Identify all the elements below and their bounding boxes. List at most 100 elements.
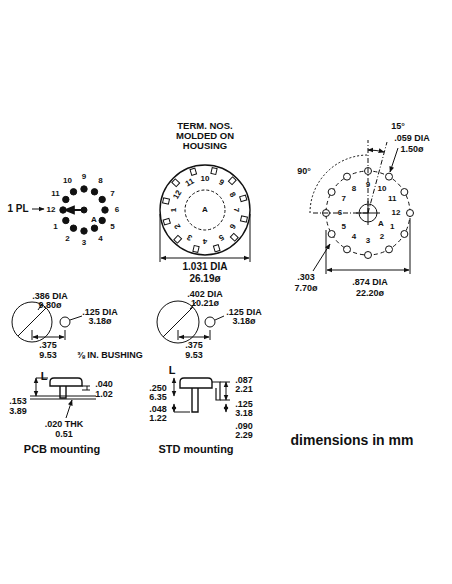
drawing-stroke <box>215 316 224 320</box>
drawing-stroke <box>174 378 175 396</box>
drawing-stroke <box>211 168 217 175</box>
drawing-stroke <box>81 186 87 192</box>
dimension-label: .153 <box>9 397 27 406</box>
drawing-stroke <box>401 231 408 238</box>
drawing-stroke <box>386 246 393 253</box>
drawing-stroke <box>70 225 76 231</box>
drawing-stroke <box>179 337 209 338</box>
dimension-label: L <box>169 365 176 377</box>
drawing-stroke <box>60 317 70 327</box>
drawing-stroke <box>30 396 96 397</box>
dimension-label: 22.20ø <box>356 289 384 298</box>
dimension-label: 4 <box>352 233 356 241</box>
dimension-label: 11 <box>184 177 196 189</box>
drawing-stroke <box>63 217 69 223</box>
drawing-stroke <box>210 330 211 340</box>
dimension-label: 1 <box>390 223 394 231</box>
drawing-stroke <box>240 195 247 202</box>
drawing-stroke <box>212 382 220 400</box>
std-terminal <box>174 378 230 412</box>
dimension-label: 8 <box>227 190 236 198</box>
dimension-label: .059 DIA <box>394 134 430 143</box>
drawing-stroke <box>91 225 97 231</box>
dimension-label: 2.29 <box>235 431 253 440</box>
dimension-label: 3 <box>185 232 193 241</box>
drawing-stroke <box>70 316 82 320</box>
dimension-label: 6 <box>227 221 236 229</box>
dimension-label: .375 <box>185 341 203 350</box>
hole-pattern <box>310 140 414 274</box>
drawing-stroke <box>64 209 84 211</box>
drawing-stroke <box>70 189 76 195</box>
dimension-label: 1 PL <box>7 204 28 215</box>
dimension-label: 7 <box>232 208 240 212</box>
drawing-stroke <box>192 388 198 412</box>
dimension-label: 2 <box>65 234 69 242</box>
dimension-label: 3.18ø <box>88 317 111 326</box>
drawing-stroke <box>226 382 227 400</box>
drawing-stroke <box>368 140 369 213</box>
drawing-stroke <box>328 231 335 238</box>
dimension-label: 5 <box>110 222 114 230</box>
housing <box>160 165 250 262</box>
drawing-stroke <box>30 399 96 400</box>
drawing-stroke <box>313 244 330 271</box>
dimension-label: 2.21 <box>235 385 253 394</box>
drawing-stroke <box>230 233 238 241</box>
drawing-stroke <box>163 168 248 253</box>
dimension-label: 5 <box>342 223 346 231</box>
dimension-label: 26.19ø <box>189 274 220 285</box>
drawing-stroke <box>205 317 215 327</box>
dimension-label: 6.35 <box>149 393 167 402</box>
dimension-label: 6 <box>115 206 119 214</box>
drawing-stroke <box>102 207 108 213</box>
front-dial <box>32 186 108 234</box>
dimension-label: A <box>378 220 384 228</box>
drawing-stroke <box>160 214 161 262</box>
dimension-label: 11 <box>388 195 396 203</box>
dimension-label: STD mounting <box>158 444 233 456</box>
drawing-stroke <box>368 142 387 213</box>
drawing-stroke <box>65 330 66 340</box>
drawing-stroke <box>190 168 197 175</box>
dimension-label: L <box>41 371 48 383</box>
dimension-label: 7.70ø <box>294 284 317 293</box>
dimension-label: .303 <box>297 273 315 282</box>
drawing-stroke <box>193 245 199 252</box>
drawing-stroke <box>368 150 384 152</box>
dimension-label: PCB mounting <box>24 444 100 456</box>
dimension-label: TERM. NOS. MOLDED ON HOUSING <box>169 121 241 151</box>
drawing-stroke <box>401 189 408 196</box>
drawing-stroke <box>50 378 82 386</box>
drawing-stroke <box>250 214 251 262</box>
dimension-label: 10 <box>201 175 210 183</box>
dimension-label: 10 <box>63 177 72 185</box>
drawing-stroke <box>36 378 37 396</box>
drawing-stroke <box>174 412 190 413</box>
drawing-stroke <box>226 404 227 412</box>
drawing-stroke <box>344 246 351 253</box>
dimension-label: .020 THK <box>45 420 84 429</box>
drawing-stroke <box>60 186 108 234</box>
drawing-stroke <box>386 173 393 180</box>
dimension-label: 8 <box>352 185 356 193</box>
drawing-stroke <box>327 270 409 271</box>
drawing-stroke <box>32 330 33 340</box>
dimension-label: 4 <box>203 237 207 245</box>
drawing-stroke <box>63 196 69 202</box>
dimension-label: 1 <box>53 222 57 230</box>
dimension-label: 4 <box>98 234 102 242</box>
drawing-stroke <box>326 230 327 274</box>
drawing-stroke <box>66 400 72 418</box>
drawing-stroke <box>163 198 170 204</box>
dimension-label: A <box>202 206 208 214</box>
dimension-label: 1.22 <box>149 414 167 423</box>
drawing-stroke <box>220 382 230 383</box>
drawing-stroke <box>407 210 414 217</box>
dimension-label: dimensions in mm <box>291 433 414 448</box>
dimension-label: 1.031 DIA <box>182 262 227 273</box>
dimension-label: 15° <box>391 122 405 131</box>
drawing-stroke <box>163 218 170 225</box>
dimension-label: 10 <box>378 185 387 193</box>
